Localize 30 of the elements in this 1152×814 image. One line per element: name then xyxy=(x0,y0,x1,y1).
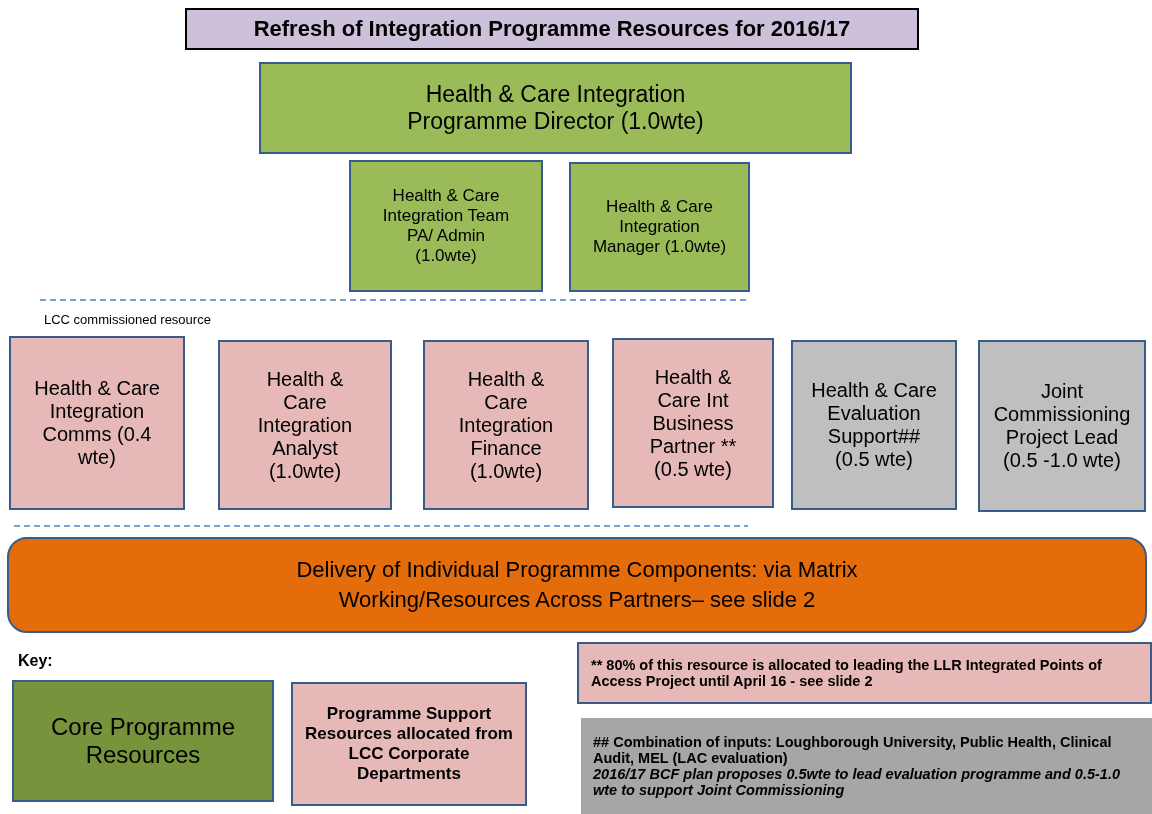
node-label: Health & Care Integration Team PA/ Admin (1.0wte) xyxy=(381,186,511,266)
delivery-banner xyxy=(7,537,1147,633)
role-box xyxy=(423,340,589,510)
node-label: Health & Care Integration Programme Director (1.0wte) xyxy=(406,81,705,135)
note-text: ## Combination of inputs: Loughborough University, Public Health, Clinical Audit, MEL (LAC evaluation) xyxy=(593,734,1113,766)
node-label: Health & Care Evaluation Support## (0.5 wte) xyxy=(810,379,938,471)
role-box xyxy=(259,62,852,154)
key-heading: Key: xyxy=(18,652,53,670)
node-label: Health & Care Integration Finance (1.0wte) xyxy=(457,367,555,483)
section-label: LCC commissioned resource xyxy=(44,312,211,327)
role-box xyxy=(349,160,543,292)
note-box xyxy=(577,642,1152,704)
legend-label: Core Programme Resources xyxy=(49,713,237,769)
node-label: Health & Care Integration Analyst (1.0wte) xyxy=(256,367,354,483)
role-box xyxy=(791,340,957,510)
note-text: ** 80% of this resource is allocated to leading the LLR Integrated Points of Access Project until April 16 - see slide 2 xyxy=(591,657,1103,689)
note-text: 2016/17 BCF plan proposes 0.5wte to lead evaluation programme and 0.5-1.0 wte to support Joint Commissioning xyxy=(593,766,1121,798)
node-label: Joint Commissioning Project Lead (0.5 -1.0 wte) xyxy=(992,380,1132,472)
role-box xyxy=(9,336,185,510)
legend-label: Programme Support Resources allocated from LCC Corporate Departments xyxy=(305,704,513,784)
role-box xyxy=(218,340,392,510)
node-label: Health & Care Integration Comms (0.4 wte) xyxy=(33,377,161,469)
role-box xyxy=(569,162,750,292)
role-box xyxy=(978,340,1146,512)
title: Refresh of Integration Programme Resources for 2016/17 xyxy=(185,8,919,50)
role-box xyxy=(612,338,774,508)
node-label: Health & Care Integration Manager (1.0wte) xyxy=(591,197,728,257)
note-box xyxy=(581,718,1152,814)
node-label: Health & Care Int Business Partner ** (0.5 wte) xyxy=(648,365,738,481)
node-label: Delivery of Individual Programme Components: via Matrix Working/Resources Across Partners– see slide 2 xyxy=(295,556,859,614)
